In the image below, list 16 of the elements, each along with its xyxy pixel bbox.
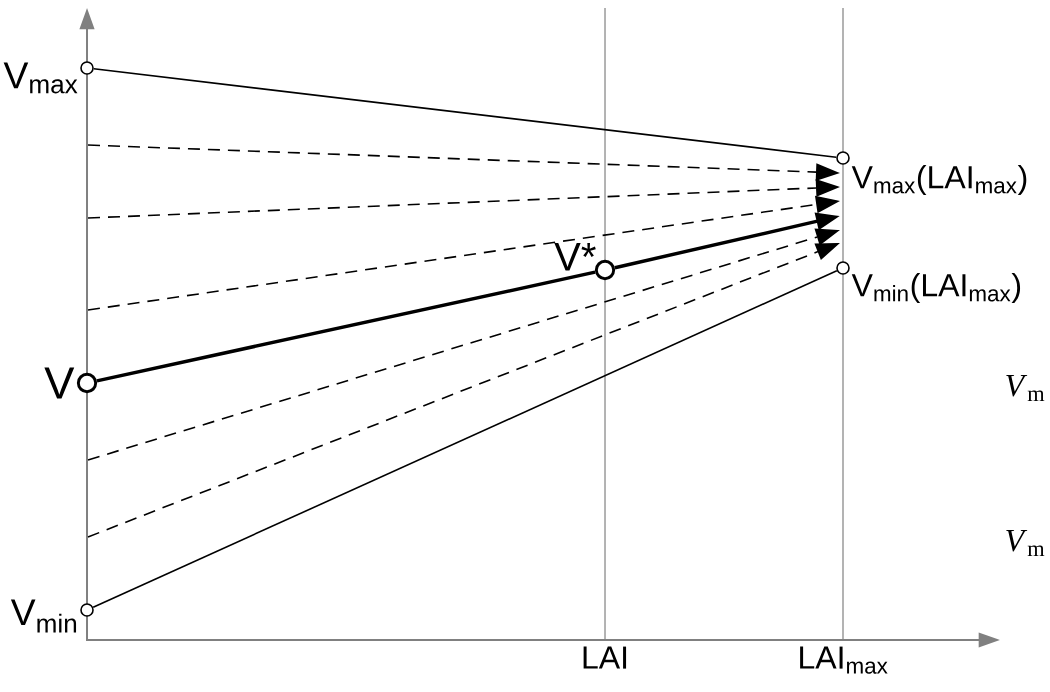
point-label: V$_{min}$ — [10, 599, 77, 633]
point-marker — [76, 372, 98, 394]
point-marker — [80, 61, 94, 75]
point-label: V$_{max}$(LAI$_{max}$) — [851, 165, 1027, 195]
point-label: V* — [554, 242, 596, 271]
point-marker — [836, 261, 850, 275]
point-marker — [594, 259, 616, 281]
axis-label: V$_{m}$ — [1006, 375, 1045, 401]
point-marker — [80, 603, 94, 617]
axis-label: LAI$_{max}$ — [800, 646, 888, 674]
axis-label: V$_{m}$ — [1006, 530, 1045, 556]
axis-label: LAI — [583, 646, 627, 669]
point-label: V$_{max}$ — [3, 62, 78, 94]
point-marker — [836, 151, 850, 165]
point-label: V — [44, 367, 75, 399]
point-label: V$_{min}$(LAI$_{max}$) — [851, 273, 1021, 303]
